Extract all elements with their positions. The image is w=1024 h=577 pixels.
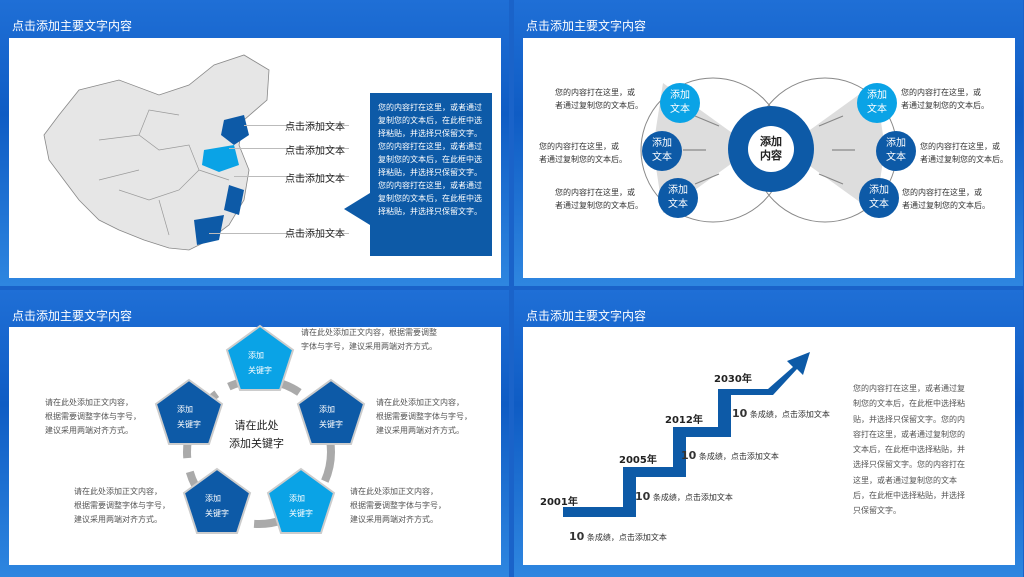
achievement: 10 条成绩，点击添加文本 <box>635 490 733 503</box>
achievement-text: 条成绩，点击添加文本 <box>652 493 733 502</box>
node-desc: 您的内容打在这里，或 者通过复制您的文本后。 <box>555 188 643 210</box>
staircase-arrow <box>563 352 810 517</box>
node-circle[interactable]: 添加 文本 <box>660 83 700 123</box>
node-desc: 您的内容打在这里，或 者通过复制您的文本后。 <box>539 142 627 164</box>
achievement-text: 条成绩，点击添加文本 <box>586 533 667 542</box>
keyword-desc: 请在此处添加正文内容， 根据需要调整字体与字号， 建议采用两端对齐方式。 <box>350 487 446 524</box>
slide-content: 请在此处 添加关键字 添加 关键字 添加 关键字 添加 关键字 添加 关键字 添… <box>9 324 501 565</box>
slide-content: 添加 内容 添加 文本 添加 文本 添加 文本 添加 文本 添加 文本 添加 文… <box>523 38 1015 278</box>
pentagon-label: 添加 关键字 <box>289 494 313 518</box>
pentagon-label: 添加 关键字 <box>319 405 343 429</box>
slide-content: 2001年 2005年 2012年 2030年 10 条成绩，点击添加文本 10… <box>523 327 1015 565</box>
node-circle[interactable]: 添加 文本 <box>857 83 897 123</box>
year-label: 2012年 <box>665 415 703 426</box>
node-desc: 您的内容打在这里，或 者通过复制您的文本后。 <box>555 88 643 110</box>
achievement: 10 条成绩，点击添加文本 <box>681 449 779 462</box>
keyword-pentagon[interactable]: 添加 关键字 <box>182 467 252 535</box>
achievement-text: 条成绩，点击添加文本 <box>749 410 830 419</box>
achievement-number: 10 <box>732 407 748 420</box>
center-label: 添加 内容 <box>748 126 794 172</box>
text-callout-box: 您的内容打在这里，或者通过复制您的文本后，在此框中选择粘贴，并选择只保留文字。您… <box>370 93 492 256</box>
map-label: 点击添加文本 <box>285 122 345 133</box>
achievement-number: 10 <box>635 490 651 503</box>
achievement-number: 10 <box>569 530 585 543</box>
keyword-pentagon[interactable]: 添加 关键字 <box>154 378 224 446</box>
year-label: 2030年 <box>714 374 752 385</box>
cycle-ring <box>183 376 335 528</box>
slide-title: 点击添加主要文字内容 <box>526 309 647 323</box>
node-desc: 您的内容打在这里，或 者通过复制您的文本后。 <box>902 188 990 210</box>
keyword-desc: 请在此处添加正文内容， 根据需要调整字体与字号， 建议采用两端对齐方式。 <box>45 398 141 435</box>
map-label: 点击添加文本 <box>285 174 345 185</box>
slide-title: 点击添加主要文字内容 <box>12 19 133 33</box>
map-label: 点击添加文本 <box>285 229 345 240</box>
keyword-desc: 请在此处添加正文内容，根据需要调整 字体与字号，建议采用两端对齐方式。 <box>301 328 437 351</box>
center-ring: 添加 内容 <box>728 106 814 192</box>
slide-venn[interactable]: 点击添加主要文字内容 添加 内容 添加 文本 添加 文本 添加 文本 添加 文本… <box>514 0 1023 286</box>
slide-content: 点击添加文本 点击添加文本 点击添加文本 点击添加文本 您的内容打在这里，或者通… <box>9 38 501 278</box>
slide-title: 点击添加主要文字内容 <box>12 309 133 323</box>
map-label: 点击添加文本 <box>285 146 345 157</box>
achievement: 10 条成绩，点击添加文本 <box>732 407 830 420</box>
node-desc: 您的内容打在这里，或 者通过复制您的文本后。 <box>901 88 989 110</box>
node-circle[interactable]: 添加 文本 <box>859 178 899 218</box>
center-keyword: 请在此处 添加关键字 <box>229 419 284 450</box>
slide-map[interactable]: 点击添加主要文字内容 点击添加文本 点击添加文本 点击添加文本 点击添加文本 您… <box>0 0 509 286</box>
node-circle[interactable]: 添加 文本 <box>876 131 916 171</box>
pentagon-label: 添加 关键字 <box>248 351 272 375</box>
keyword-pentagon[interactable]: 添加 关键字 <box>266 467 336 535</box>
year-label: 2001年 <box>540 497 578 508</box>
keyword-desc: 请在此处添加正文内容， 根据需要调整字体与字号， 建议采用两端对齐方式。 <box>376 398 472 435</box>
node-circle[interactable]: 添加 文本 <box>658 178 698 218</box>
pentagon-label: 添加 关键字 <box>177 405 201 429</box>
keyword-pentagon[interactable]: 添加 关键字 <box>225 324 295 392</box>
callout-pointer <box>344 193 370 225</box>
node-circle[interactable]: 添加 文本 <box>642 131 682 171</box>
side-description: 您的内容打在这里，或者通过复制您的文本后，在此框中选择粘贴，并选择只保留文字。您… <box>853 384 965 516</box>
slide-title: 点击添加主要文字内容 <box>526 19 647 33</box>
slide-pentagon[interactable]: 点击添加主要文字内容 请在此处 添加关键字 添加 关键字 添加 关键字 添加 关… <box>0 290 509 577</box>
keyword-pentagon[interactable]: 添加 关键字 <box>296 378 366 446</box>
node-desc: 您的内容打在这里，或 者通过复制您的文本后。 <box>920 142 1008 164</box>
achievement-number: 10 <box>681 449 697 462</box>
year-label: 2005年 <box>619 455 657 466</box>
pentagon-label: 添加 关键字 <box>205 494 229 518</box>
china-map <box>43 54 270 251</box>
achievement: 10 条成绩，点击添加文本 <box>569 530 667 543</box>
achievement-text: 条成绩，点击添加文本 <box>698 452 779 461</box>
slide-timeline[interactable]: 点击添加主要文字内容 2001年 2005年 2012年 2030年 10 条成… <box>514 290 1023 577</box>
keyword-desc: 请在此处添加正文内容， 根据需要调整字体与字号， 建议采用两端对齐方式。 <box>74 487 170 524</box>
